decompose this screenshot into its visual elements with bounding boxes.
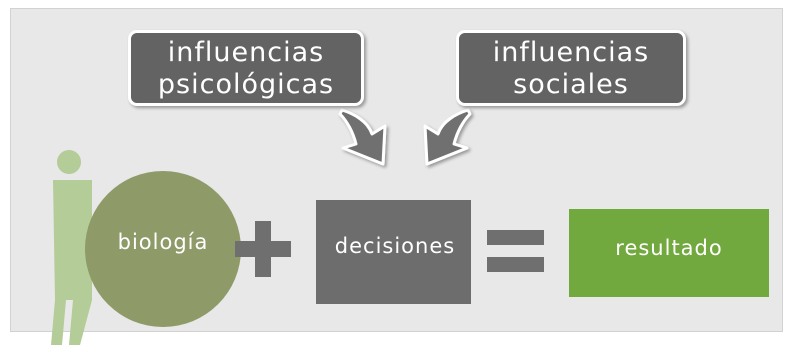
bubble-psico-line2: psicológicas bbox=[157, 69, 335, 100]
arrow-right-icon bbox=[423, 108, 472, 166]
result-label: resultado bbox=[615, 236, 723, 260]
result-box bbox=[569, 209, 769, 297]
biology-circle bbox=[85, 171, 241, 327]
biology-label: biología bbox=[117, 230, 209, 254]
bubble-soc-line1: influencias bbox=[492, 37, 650, 68]
influence-social-bubble: influencias sociales bbox=[456, 30, 686, 106]
bubble-soc-line2: sociales bbox=[513, 69, 629, 100]
arrow-left-icon bbox=[338, 108, 387, 166]
decisions-box bbox=[316, 200, 471, 304]
decisions-label: decisiones bbox=[334, 234, 456, 258]
bubble-psico-line1: influencias bbox=[167, 37, 325, 68]
influence-psychological-bubble: influencias psicológicas bbox=[128, 30, 364, 106]
